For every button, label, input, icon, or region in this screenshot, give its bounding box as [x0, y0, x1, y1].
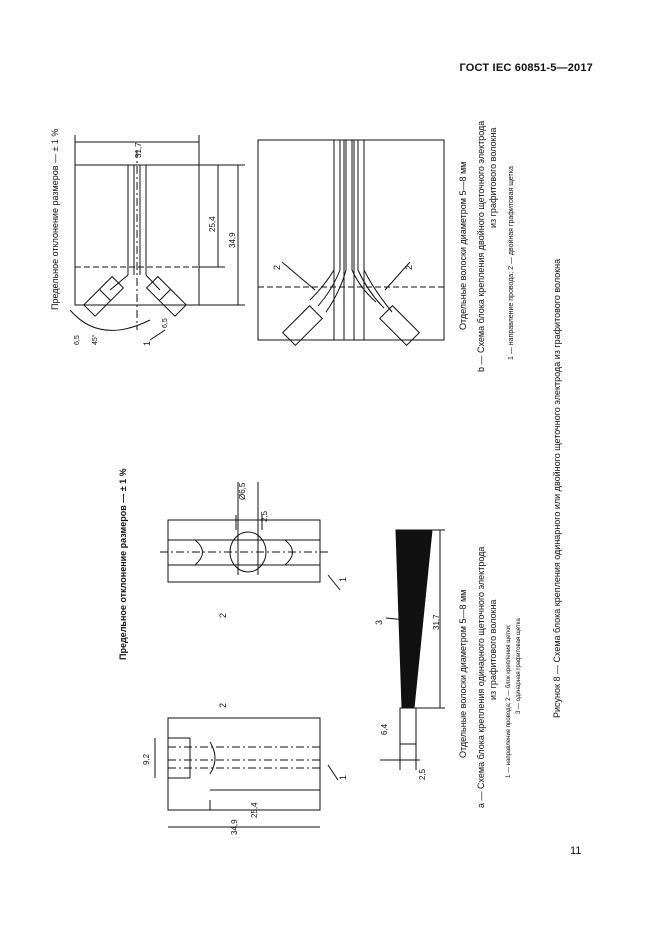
dim-a-brush-base: 6,4 — [380, 723, 389, 735]
page-number: 11 — [570, 845, 582, 857]
dim-a-width-1: 34,9 — [230, 819, 239, 835]
tolerance-note-a: Предельное отклонение размеров — ± 1 % — [118, 468, 128, 660]
dim-b-height-1: 25,4 — [208, 216, 217, 232]
fiber-note-a: Отдельные волоски диаметром 5—8 мм — [458, 589, 468, 758]
panel-a-side-view — [154, 717, 321, 828]
label-b-2-right: 2 — [404, 264, 414, 270]
panel-b-double-view — [257, 139, 445, 347]
dim-b-angle: 45° — [92, 334, 99, 345]
figure-caption: Рисунок 8 — Схема блока крепления одинар… — [552, 258, 562, 718]
label-a-1-left: 1 — [338, 774, 348, 780]
panel-a-brush — [380, 529, 445, 770]
fiber-note-b: Отдельные волоски диаметром 5—8 мм — [458, 161, 468, 330]
caption-a-line2: из графитового волокна — [488, 599, 498, 700]
label-b-2-left: 2 — [272, 264, 282, 270]
label-a-2-mid: 2 — [218, 612, 228, 618]
dim-b-size-1: 6,5 — [74, 335, 81, 345]
dim-a-height: 9,2 — [142, 753, 151, 765]
caption-a-line1: a — Схема блока крепления одинарного щет… — [476, 546, 486, 808]
legend-a-line2: 3 — одинарная графитовая щетка — [516, 618, 522, 714]
dim-a-gap: 2,5 — [260, 510, 269, 522]
legend-a-line1: 1 — направление провода; 2 — блок крепле… — [506, 624, 512, 778]
dim-a-brush-gap: 2,5 — [418, 768, 427, 780]
label-b-1: 1 — [142, 340, 152, 346]
dim-a-width-2: 25,4 — [250, 802, 259, 818]
label-a-3: 3 — [374, 619, 384, 625]
tolerance-note-b: Предельное отклонение размеров — ± 1 % — [50, 128, 60, 310]
dim-b-size-2: 6,5 — [162, 318, 169, 328]
dim-b-height-2: 34,9 — [228, 232, 237, 248]
caption-b-line2: из графитового волокна — [488, 127, 498, 228]
dim-a-diameter: Ø6,5 — [238, 482, 247, 500]
dim-a-brush-length: 31,7 — [432, 614, 441, 630]
dim-b-width: 31,7 — [134, 142, 143, 158]
panel-b-single-view — [69, 135, 245, 341]
standard-header: ГОСТ IEC 60851-5—2017 — [459, 62, 593, 74]
label-a-1-right: 1 — [338, 576, 348, 582]
panel-a-top-view — [160, 482, 330, 583]
caption-b-line1: b — Схема блока крепления двойного щеточ… — [476, 120, 486, 372]
legend-b: 1 — направление провода; 2 — двойная гра… — [508, 166, 515, 360]
label-a-2-top: 2 — [218, 702, 228, 708]
